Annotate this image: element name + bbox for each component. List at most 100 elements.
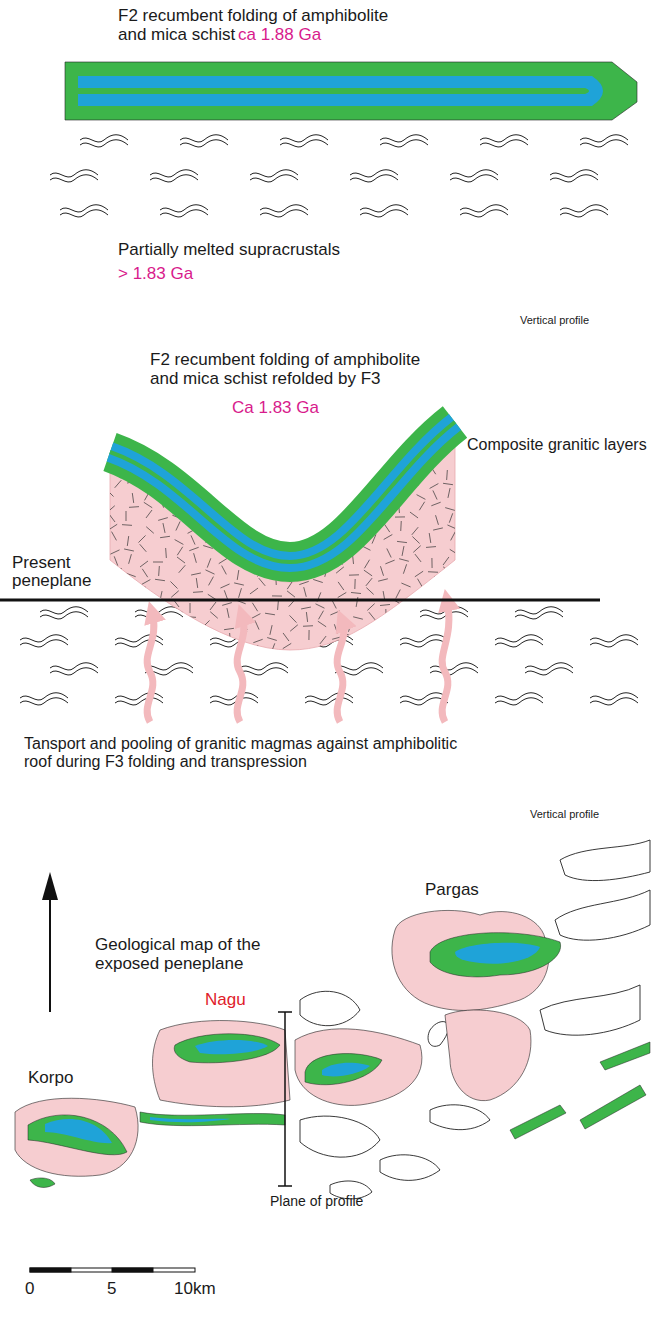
unit-label: Partially melted supracrustals [118,240,340,259]
texture-stroke [319,611,324,620]
profile-line [278,1012,292,1186]
texture-stroke [364,570,372,576]
peneplane-label: Present peneplane [12,554,103,591]
texture-stroke [163,523,165,533]
texture-stroke [443,483,453,484]
texture-stroke [354,579,355,589]
refolded-fold [110,422,455,562]
texture-stroke [401,583,410,587]
texture-stroke [364,560,369,569]
texture-stroke [158,518,168,521]
texture-stroke [433,490,437,499]
texture-stroke [170,581,177,588]
texture-stroke [378,579,388,581]
texture-stroke [349,574,359,575]
texture-stroke [446,470,448,480]
texture-stroke [292,512,294,522]
texture-stroke [220,584,229,588]
process-note: Tansport and pooling of granitic magmas … [24,735,474,771]
magma-arrows [147,600,449,722]
texture-stroke [433,528,443,530]
texture-stroke [415,554,421,562]
texture-stroke [366,578,372,586]
scale-number: 5 [107,1279,116,1298]
texture-stroke [250,588,258,594]
texture-stroke [337,491,346,495]
texture-stroke [150,175,198,182]
texture-stroke [210,698,258,705]
texture-stroke [412,537,419,544]
texture-stroke [224,590,227,599]
texture-stroke [450,549,458,554]
texture-stroke [447,525,456,529]
texture-stroke [399,633,406,640]
texture-stroke [109,637,119,638]
place-name: Pargas [425,880,479,899]
texture-stroke [385,609,386,619]
texture-stroke [369,622,377,628]
texture-stroke [142,569,147,577]
texture-stroke [399,559,409,562]
texture-stroke [210,602,216,610]
texture-stroke [400,640,448,647]
texture-stroke [445,508,455,511]
texture-stroke [209,577,214,586]
texture-stroke [449,645,458,649]
texture-stroke [160,536,170,537]
texture-stroke [436,515,439,525]
texture-stroke [428,645,433,654]
texture-stroke [50,668,98,675]
texture-stroke [416,646,417,656]
texture-stroke [451,634,455,643]
texture-stroke [525,668,573,675]
texture-stroke [234,583,244,585]
texture-stroke [336,567,344,573]
texture-stroke [316,519,326,520]
scale-number: 10km [174,1279,216,1298]
texture-stroke [180,140,228,147]
texture-stroke [305,650,315,652]
texture-stroke [210,612,218,619]
texture-stroke [431,558,432,568]
texture-stroke [303,625,313,627]
texture-stroke [259,578,265,586]
texture-stroke [115,480,122,488]
texture-stroke [384,524,390,532]
texture-stroke [266,526,275,530]
texture-stroke [163,635,168,644]
texture-stroke [316,604,325,608]
texture-stroke [253,639,262,642]
texture-stroke [114,556,118,565]
age-label: Ca 1.83 Ga [232,398,319,417]
texture-stroke [222,471,226,480]
texture-stroke [384,647,394,649]
texture-stroke [590,640,638,647]
texture-stroke [385,560,394,564]
texture-stroke [430,668,478,675]
texture-stroke [222,603,232,606]
texture-stroke [369,612,375,620]
texture-stroke [252,512,261,516]
texture-stroke [165,548,167,558]
texture-stroke [160,210,208,217]
north-arrow [42,872,58,1012]
texture-stroke [256,470,266,472]
texture-stroke [145,586,149,595]
texture-stroke [50,175,98,182]
texture-stroke [188,634,198,636]
texture-stroke [353,617,363,619]
texture-stroke [305,698,353,705]
texture-stroke [451,532,456,541]
texture-stroke [515,612,563,619]
texture-stroke [258,645,261,655]
texture-stroke [235,496,244,499]
texture-stroke [176,624,181,633]
texture-stroke [177,557,185,563]
texture-stroke [193,591,203,593]
texture-stroke [445,582,452,589]
texture-stroke [580,140,628,147]
texture-stroke [348,622,351,632]
texture-stroke [115,698,163,705]
texture-stroke [418,579,423,588]
